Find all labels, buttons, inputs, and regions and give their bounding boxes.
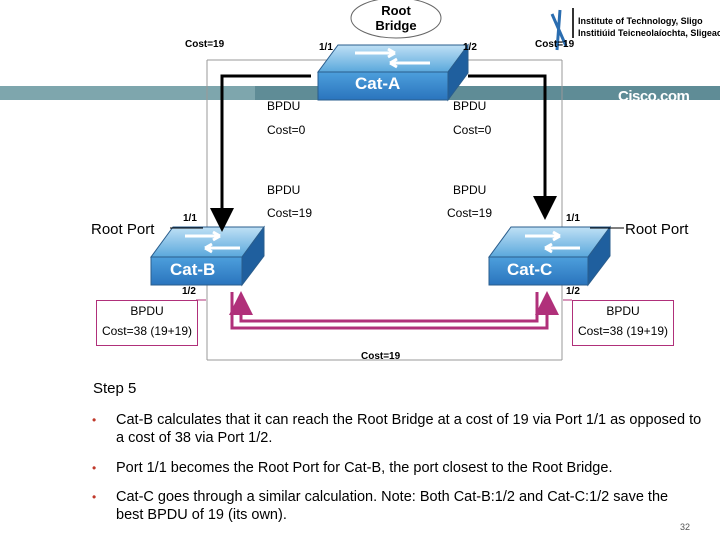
cat-c-label: Cat-C: [507, 260, 553, 279]
bullet-1-text: Cat-B calculates that it can reach the R…: [116, 412, 702, 446]
institute-logo-icon: [528, 8, 590, 58]
bpdu-box-left-title: BPDU: [130, 304, 164, 318]
bpdu-cost-a-right: Cost=0: [453, 123, 492, 137]
bpdu-box-left-cost: Cost=38 (19+19): [101, 324, 193, 338]
bullet-2-marker: •: [92, 461, 97, 475]
port-a-1-1: 1/1: [319, 42, 333, 53]
bpdu-box-left: BPDU Cost=38 (19+19): [96, 300, 198, 346]
cat-a-label: Cat-A: [355, 74, 401, 93]
bpdu-arrow-c-to-b: [229, 291, 539, 323]
cost-bottom: Cost=19: [361, 351, 401, 362]
root-bridge-line1: Root: [381, 3, 411, 18]
root-bridge-label: Root Bridge: [366, 3, 426, 33]
bpdu-cost-b: Cost=19: [267, 206, 313, 220]
step-title: Step 5: [93, 380, 137, 397]
root-bridge-oval: [350, 0, 442, 39]
bpdu-label-a-left: BPDU: [267, 99, 301, 113]
port-b-1-1: 1/1: [183, 213, 197, 224]
bpdu-arrow-a-to-c: [468, 74, 557, 220]
port-b-1-2: 1/2: [182, 286, 196, 297]
cost-top-right: Cost=19: [535, 39, 575, 50]
bpdu-box-right-cost: Cost=38 (19+19): [577, 324, 669, 338]
bpdu-arrow-a-to-b: [210, 74, 311, 232]
bpdu-box-right: BPDU Cost=38 (19+19): [572, 300, 674, 346]
bpdu-arrow-b-to-c: [230, 291, 559, 330]
bullet-3-text: Cat-C goes through a similar calculation…: [116, 489, 669, 523]
port-c-1-1: 1/1: [566, 213, 580, 224]
cat-b-label: Cat-B: [170, 260, 216, 279]
institute-name: Institute of Technology, Sligo: [578, 16, 703, 26]
bullet-2-text: Port 1/1 becomes the Root Port for Cat-B…: [116, 460, 613, 476]
bullet-3-marker: •: [92, 490, 97, 504]
page-number: 32: [680, 522, 691, 532]
bpdu-cost-a-left: Cost=0: [267, 123, 306, 137]
port-a-1-2: 1/2: [463, 42, 477, 53]
root-bridge-line2: Bridge: [375, 18, 417, 33]
bullet-1-marker: •: [92, 413, 97, 427]
cost-top-left: Cost=19: [185, 39, 225, 50]
bpdu-label-b: BPDU: [267, 183, 301, 197]
bpdu-label-c: BPDU: [453, 183, 487, 197]
institute-name-irish: Institiúid Teicneolaíochta, Sligeach: [578, 28, 720, 38]
root-port-label-right: Root Port: [625, 221, 689, 238]
cat-b-switch: [150, 225, 265, 287]
bpdu-box-right-title: BPDU: [606, 304, 640, 318]
cat-a-switch: [317, 43, 469, 102]
port-c-1-2: 1/2: [566, 286, 580, 297]
cisco-logo: Cisco.com: [618, 88, 690, 105]
cat-c-switch: [488, 225, 611, 287]
bpdu-label-a-right: BPDU: [453, 99, 487, 113]
root-port-label-left: Root Port: [91, 221, 155, 238]
bpdu-cost-c: Cost=19: [447, 206, 493, 220]
